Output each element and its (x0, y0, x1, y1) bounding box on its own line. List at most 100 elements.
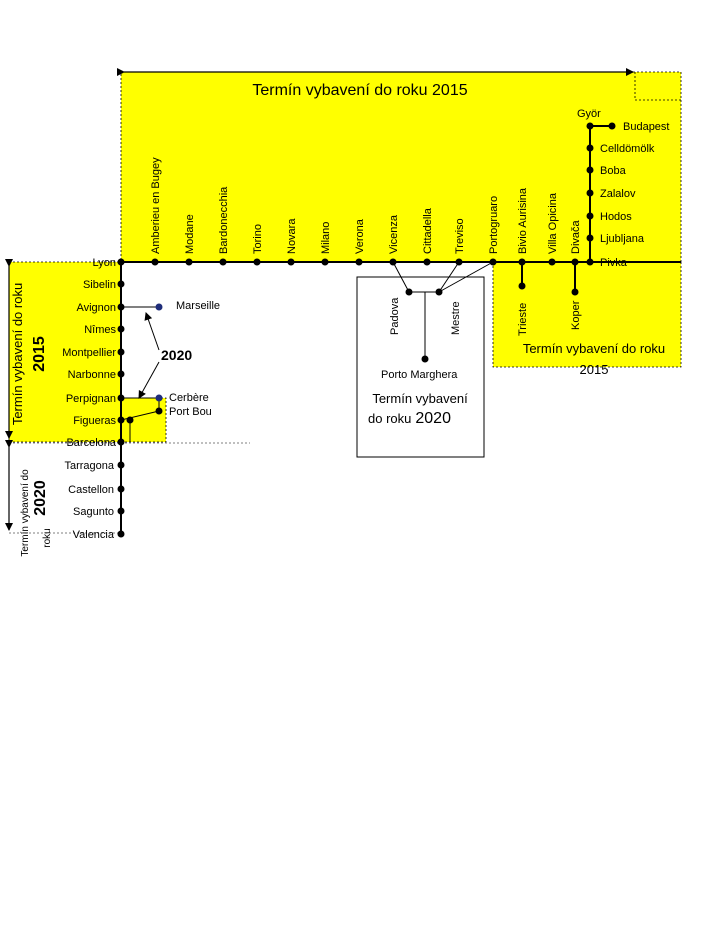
box-2020-prefix: do roku (368, 411, 411, 426)
label-padova: Padova (389, 297, 401, 335)
station-dot-avignon (117, 303, 125, 311)
station-dot-castellon (117, 485, 125, 493)
station-label-figueras: Figueras (73, 415, 116, 427)
station-label-narbonne: Narbonne (68, 369, 116, 381)
station-dot-ljubljana (586, 234, 594, 242)
zone-titles: Termín vybavení do roku 2015 Termín vyba… (10, 82, 665, 557)
station-label-celldomolk: Celldömölk (600, 143, 655, 155)
station-dot-novara (287, 258, 295, 266)
station-label-boba: Boba (600, 165, 627, 177)
station-dot-mestre (435, 288, 443, 296)
label-port-bou: Port Bou (169, 406, 212, 418)
station-label-verona: Verona (354, 218, 366, 254)
label-koper: Koper (570, 300, 582, 330)
zone-title-right-line2: 2015 (580, 362, 609, 377)
zone-title-left-2015-line2: 2015 (31, 336, 48, 372)
station-dot-gyor (586, 122, 594, 130)
station-label-nimes: Nîmes (84, 324, 116, 336)
station-label-novara: Novara (286, 218, 298, 254)
station-dot-montpellier (117, 348, 125, 356)
station-dot-divaca (571, 258, 579, 266)
station-label-sibelin: Sibelin (83, 279, 116, 291)
station-label-montpellier: Montpellier (62, 347, 116, 359)
station-label-villa-opicina: Villa Opicina (547, 192, 559, 254)
station-dot-porto-marghera (421, 355, 429, 363)
station-dot-trieste (518, 282, 526, 290)
station-label-milano: Milano (320, 222, 332, 254)
arrow-2020-cerbere (138, 361, 160, 399)
label-porto-marghera: Porto Marghera (381, 369, 458, 381)
station-label-lyon: Lyon (93, 257, 116, 269)
station-label-amberieu-en-bugey: Amberieu en Bugey (150, 157, 162, 254)
station-dot-celldomolk (586, 144, 594, 152)
station-dot-bivio-aurisina (518, 258, 526, 266)
station-label-sagunto: Sagunto (73, 506, 114, 518)
label-trieste: Trieste (517, 303, 529, 336)
station-label-ljubljana: Ljubljana (600, 233, 645, 245)
station-label-zalalov: Zalalov (600, 188, 636, 200)
station-dot-lyon (117, 258, 125, 266)
station-dot-port-bou (155, 407, 163, 415)
zone-title-top: Termín vybavení do roku 2015 (252, 82, 467, 99)
station-label-vicenza: Vicenza (388, 214, 400, 254)
box-2020-year: 2020 (415, 410, 451, 427)
station-dot-barcelona (117, 438, 125, 446)
station-label-hodos: Hodos (600, 211, 632, 223)
arrows-2020-label: 2020 (161, 347, 192, 363)
station-dot-budapest (608, 122, 616, 130)
station-dot-marseille (155, 303, 163, 311)
station-dot-cerbere (155, 394, 163, 402)
station-dot-pivka (586, 258, 594, 266)
station-label-valencia: Valencia (73, 529, 115, 541)
arrow-2020-marseille (144, 312, 160, 351)
station-dot-valencia (117, 530, 125, 538)
label-marseille: Marseille (176, 300, 220, 312)
station-dot-figueras-branch (126, 416, 134, 424)
station-label-avignon: Avignon (76, 302, 116, 314)
station-label-cittadella: Cittadella (422, 207, 434, 254)
zone-title-left-2020-line2: roku (42, 528, 53, 547)
box-2020-title-line2: do roku 2020 (368, 410, 451, 427)
station-dot-vicenza (389, 258, 397, 266)
station-dot-boba (586, 166, 594, 174)
station-label-divaca: Divača (570, 219, 582, 254)
station-dot-sibelin (117, 280, 125, 288)
station-dot-villa-opicina (548, 258, 556, 266)
station-dot-sagunto (117, 507, 125, 515)
station-label-bardonecchia: Bardonecchia (218, 186, 230, 254)
station-dot-narbonne (117, 370, 125, 378)
station-label-castellon: Castellon (68, 484, 114, 496)
station-dot-figueras (117, 416, 125, 424)
station-dot-modane (185, 258, 193, 266)
station-label-barcelona: Barcelona (66, 437, 116, 449)
station-label-tarragona: Tarragona (64, 460, 114, 472)
zone-title-left-2020-line1: Termín vybavení do (20, 469, 31, 557)
station-label-bivio-aurisina: Bivio Aurisina (517, 187, 529, 254)
zones-2015 (8, 71, 682, 443)
station-dot-verona (355, 258, 363, 266)
box-2020-title-line1: Termín vybavení (372, 391, 468, 406)
station-label-portogruaro: Portogruaro (488, 196, 500, 254)
station-dot-bardonecchia (219, 258, 227, 266)
station-dot-hodos (586, 212, 594, 220)
label-budapest: Budapest (623, 121, 669, 133)
station-dot-amberieu-en-bugey (151, 258, 159, 266)
station-dot-milano (321, 258, 329, 266)
zone-2015-top (120, 71, 682, 263)
station-dot-portogruaro (489, 258, 497, 266)
station-dot-cittadella (423, 258, 431, 266)
zone-title-left-2020-year: 2020 (32, 480, 49, 516)
label-cerbere: Cerbère (169, 392, 209, 404)
zone-title-right-line1: Termín vybavení do roku (523, 341, 665, 356)
branch-labels: Budapest Marseille Cerbère Port Bou Port… (169, 121, 669, 418)
zone-2020-box (356, 276, 485, 458)
station-dot-koper (571, 288, 579, 296)
label-mestre: Mestre (450, 301, 462, 335)
station-dot-torino (253, 258, 261, 266)
station-label-treviso: Treviso (454, 218, 466, 254)
thin-connectors (120, 261, 494, 442)
station-label-gyor: Györ (577, 108, 601, 120)
station-label-torino: Torino (252, 224, 264, 254)
station-dot-padova (405, 288, 413, 296)
